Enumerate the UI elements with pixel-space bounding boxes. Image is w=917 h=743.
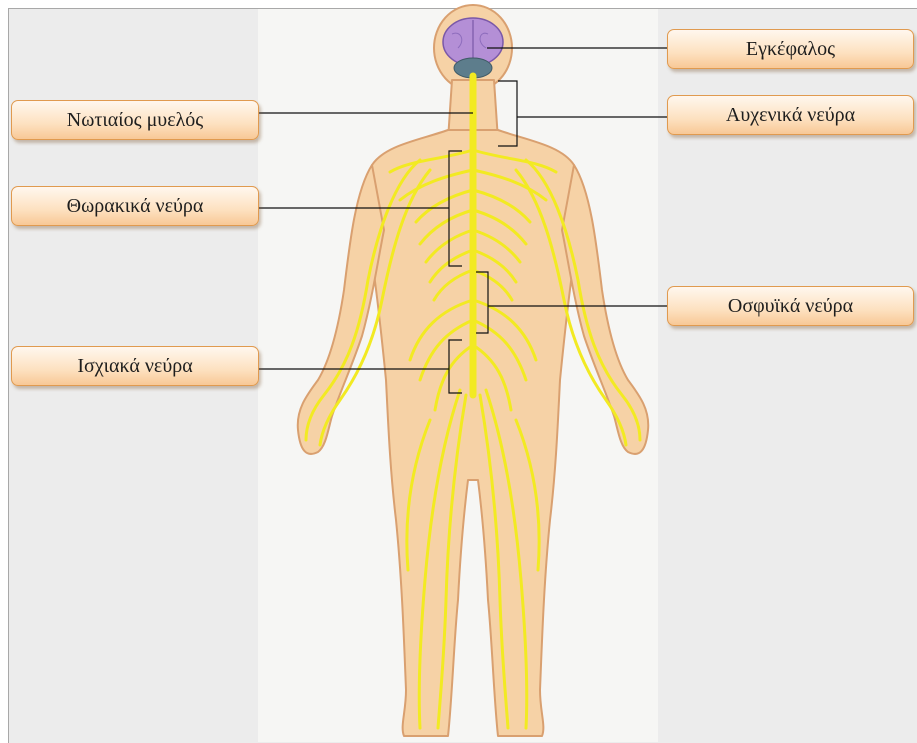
label-cervical-nerves: Αυχενικά νεύρα (667, 95, 914, 135)
label-sciatic-nerves: Ισχιακά νεύρα (11, 346, 259, 386)
label-lumbar-nerves: Οσφυϊκά νεύρα (667, 286, 914, 326)
label-thoracic-nerves: Θωρακικά νεύρα (11, 186, 259, 226)
label-spinal-cord: Νωτιαίος μυελός (11, 100, 259, 140)
leader-line-cervical (498, 81, 667, 146)
label-brain: Εγκέφαλος (667, 29, 914, 69)
